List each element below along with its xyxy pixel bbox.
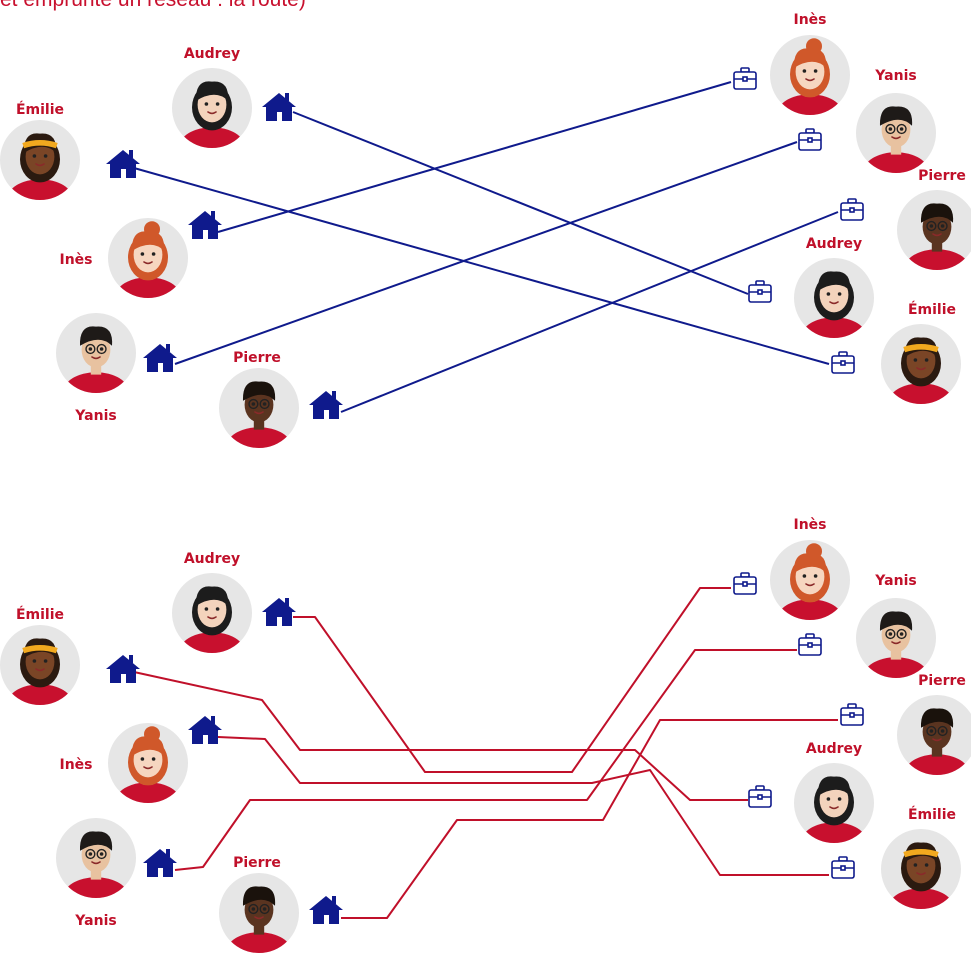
name-label-emilie: Émilie (16, 101, 64, 118)
avatar-audrey (172, 68, 252, 148)
avatar-emilie (0, 625, 80, 705)
avatar-emilie (881, 324, 961, 404)
link-yanis-to-yanis (174, 141, 798, 365)
house-icon (106, 655, 140, 683)
avatar-ines (770, 35, 850, 115)
house-icon (188, 716, 222, 744)
work-yanis: Yanis (798, 68, 936, 173)
link-audrey-to-audrey (292, 111, 749, 295)
road-yanis-to-yanis (174, 649, 797, 871)
work-pierre: Pierre (840, 168, 971, 270)
home-audrey: Audrey (172, 46, 296, 148)
straight-connections: ÉmilieAudreyInèsYanisPierreInèsYanisPier… (0, 12, 971, 448)
name-label-audrey: Audrey (184, 46, 240, 62)
road-ines-to-emilie (217, 736, 829, 876)
house-icon (188, 211, 222, 239)
briefcase-icon (840, 703, 864, 726)
name-label-pierre: Pierre (918, 168, 966, 184)
house-icon (262, 598, 296, 626)
avatar-pierre (897, 695, 971, 775)
briefcase-icon (840, 198, 864, 221)
house-icon (262, 93, 296, 121)
home-ines: Inès (59, 716, 222, 803)
connection-lines (133, 81, 839, 413)
name-label-ines: Inès (59, 757, 92, 773)
name-label-ines: Inès (793, 517, 826, 533)
briefcase-icon (733, 572, 757, 595)
home-pierre: Pierre (219, 350, 343, 448)
briefcase-icon (831, 351, 855, 374)
avatar-pierre (219, 368, 299, 448)
avatar-pierre (219, 873, 299, 953)
avatar-ines (770, 540, 850, 620)
avatar-emilie (881, 829, 961, 909)
name-label-pierre: Pierre (918, 673, 966, 689)
name-label-pierre: Pierre (233, 350, 281, 366)
link-ines-to-ines (217, 81, 732, 233)
name-label-ines: Inès (59, 252, 92, 268)
road-emilie-to-audrey (133, 671, 748, 801)
name-label-ines: Inès (793, 12, 826, 28)
avatar-yanis (856, 93, 936, 173)
home-emilie: Émilie (0, 606, 140, 705)
name-label-yanis: Yanis (74, 913, 116, 929)
home-yanis: Yanis (56, 818, 177, 929)
work-audrey: Audrey (748, 236, 874, 338)
work-emilie: Émilie (831, 301, 961, 404)
home-pierre: Pierre (219, 855, 343, 953)
home-yanis: Yanis (56, 313, 177, 424)
name-label-emilie: Émilie (16, 606, 64, 623)
road-network-connections: ÉmilieAudreyInèsYanisPierreInèsYanisPier… (0, 517, 971, 953)
avatar-audrey (794, 763, 874, 843)
avatar-ines (108, 218, 188, 298)
briefcase-icon (798, 128, 822, 151)
work-emilie: Émilie (831, 806, 961, 909)
link-pierre-to-pierre (340, 211, 839, 413)
work-audrey: Audrey (748, 741, 874, 843)
briefcase-icon (798, 633, 822, 656)
road-pierre-to-pierre (341, 719, 838, 919)
link-emilie-to-emilie (133, 167, 830, 365)
work-yanis: Yanis (798, 573, 936, 678)
house-icon (309, 391, 343, 419)
avatar-emilie (0, 120, 80, 200)
house-icon (309, 896, 343, 924)
house-icon (143, 849, 177, 877)
avatar-pierre (897, 190, 971, 270)
work-ines: Inès (733, 12, 850, 115)
avatar-ines (108, 723, 188, 803)
name-label-audrey: Audrey (806, 741, 862, 757)
briefcase-icon (831, 856, 855, 879)
name-label-audrey: Audrey (806, 236, 862, 252)
connection-lines (133, 587, 838, 919)
name-label-yanis: Yanis (874, 68, 916, 84)
avatar-audrey (172, 573, 252, 653)
avatar-audrey (794, 258, 874, 338)
avatar-yanis (56, 313, 136, 393)
briefcase-icon (748, 785, 772, 808)
work-ines: Inès (733, 517, 850, 620)
home-ines: Inès (59, 211, 222, 298)
house-icon (106, 150, 140, 178)
name-label-yanis: Yanis (74, 408, 116, 424)
name-label-emilie: Émilie (908, 301, 956, 318)
house-icon (143, 344, 177, 372)
name-label-pierre: Pierre (233, 855, 281, 871)
road-audrey-to-ines (293, 587, 731, 773)
name-label-emilie: Émilie (908, 806, 956, 823)
name-label-audrey: Audrey (184, 551, 240, 567)
avatar-yanis (856, 598, 936, 678)
briefcase-icon (733, 67, 757, 90)
work-pierre: Pierre (840, 673, 971, 775)
avatar-yanis (56, 818, 136, 898)
briefcase-icon (748, 280, 772, 303)
home-audrey: Audrey (172, 551, 296, 653)
name-label-yanis: Yanis (874, 573, 916, 589)
caption-text: et emprunte un réseau : la route) (0, 0, 306, 12)
home-emilie: Émilie (0, 101, 140, 200)
